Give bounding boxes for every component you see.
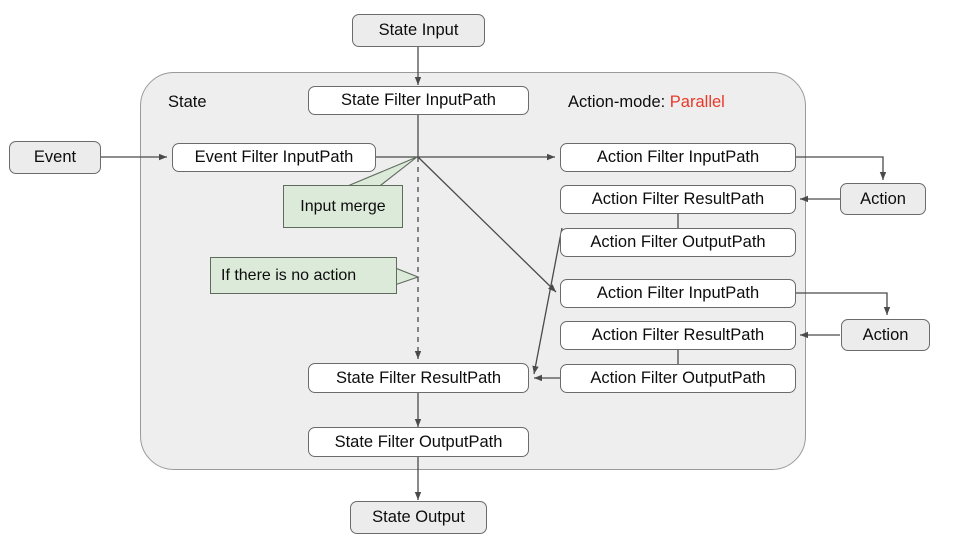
node-action1[interactable]: Action xyxy=(840,183,926,215)
action-mode-value: Parallel xyxy=(669,93,725,111)
node-state-filter-outputpath[interactable]: State Filter OutputPath xyxy=(308,427,529,457)
node-action1-filter-outputpath[interactable]: Action Filter OutputPath xyxy=(560,228,796,257)
node-action1-filter-inputpath[interactable]: Action Filter InputPath xyxy=(560,143,796,172)
node-action1-filter-resultpath[interactable]: Action Filter ResultPath xyxy=(560,185,796,214)
node-state-input[interactable]: State Input xyxy=(352,14,485,47)
callout-input-merge: Input merge xyxy=(283,185,403,228)
node-action2-filter-outputpath[interactable]: Action Filter OutputPath xyxy=(560,364,796,393)
state-label: State xyxy=(168,93,207,111)
node-action2[interactable]: Action xyxy=(841,319,930,351)
wire-action1-input-to-action xyxy=(795,156,887,180)
node-state-output[interactable]: State Output xyxy=(350,501,487,534)
node-event[interactable]: Event xyxy=(9,141,101,174)
node-action2-filter-resultpath[interactable]: Action Filter ResultPath xyxy=(560,321,796,350)
node-event-filter-inputpath[interactable]: Event Filter InputPath xyxy=(172,143,376,172)
node-state-filter-resultpath[interactable]: State Filter ResultPath xyxy=(308,363,529,393)
node-state-filter-inputpath[interactable]: State Filter InputPath xyxy=(308,86,529,115)
callout-if-no-action: If there is no action xyxy=(210,257,397,294)
action-mode-prefix: Action-mode: xyxy=(568,93,670,111)
node-action2-filter-inputpath[interactable]: Action Filter InputPath xyxy=(560,279,796,308)
action-mode-label: Action-mode: Parallel xyxy=(568,93,725,112)
wire-action2-input-to-action xyxy=(795,292,891,315)
